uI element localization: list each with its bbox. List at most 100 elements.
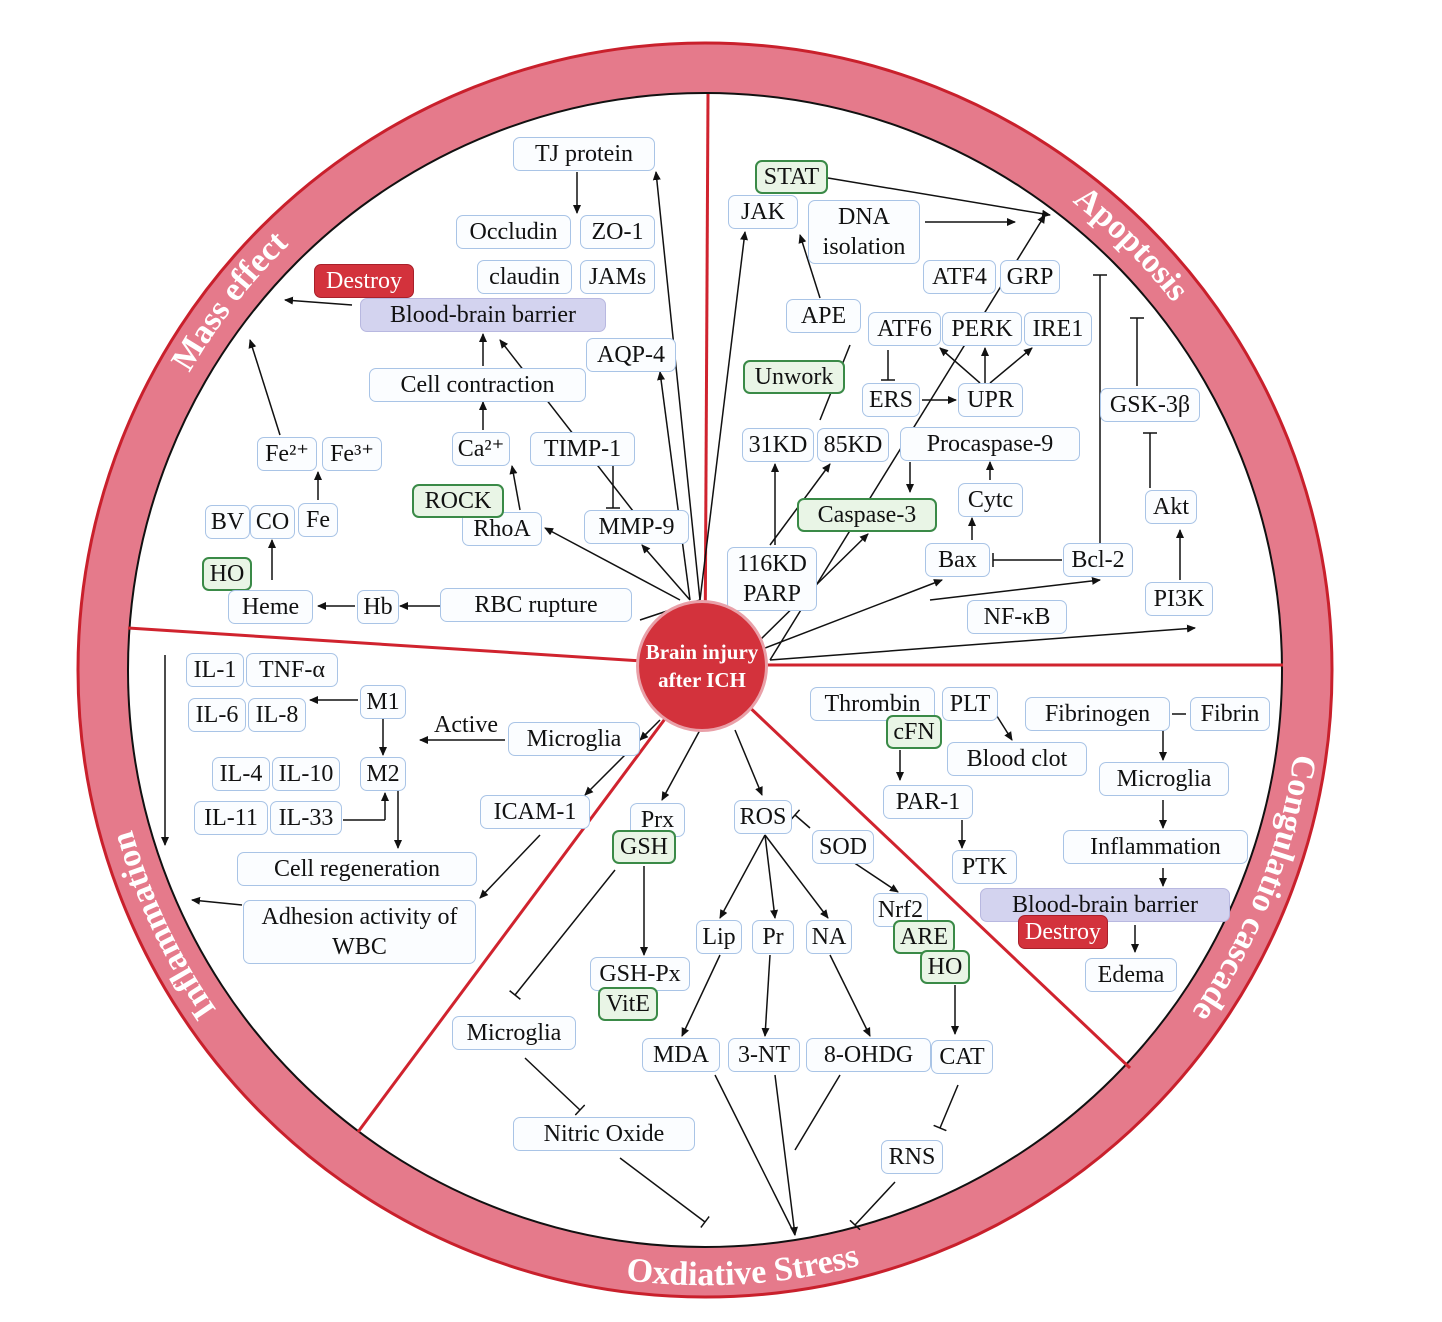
node-oxidative-ros[interactable]: ROS xyxy=(734,800,792,834)
node-oxidative-gshpx[interactable]: GSH-Px xyxy=(590,957,690,991)
node-inflammation-il6[interactable]: IL-6 xyxy=(188,698,246,732)
node-mass-heme[interactable]: Heme xyxy=(228,590,313,624)
node-apoptosis-stat[interactable]: STAT xyxy=(755,160,828,194)
node-apoptosis-casp3[interactable]: Caspase-3 xyxy=(797,498,937,532)
node-mass-ho[interactable]: HO xyxy=(202,557,252,591)
node-inflammation-active[interactable]: Active xyxy=(434,712,498,738)
node-inflammation-il4[interactable]: IL-4 xyxy=(212,757,270,791)
node-mass-co[interactable]: CO xyxy=(250,505,295,539)
node-oxidative-nrf2[interactable]: Nrf2 xyxy=(873,893,928,927)
node-apoptosis-ape[interactable]: APE xyxy=(786,299,861,333)
node-coagulation-fibrinogen[interactable]: Fibrinogen xyxy=(1025,697,1170,731)
node-oxidative-nt3[interactable]: 3-NT xyxy=(728,1038,800,1072)
node-apoptosis-ire1[interactable]: IRE1 xyxy=(1024,312,1092,346)
arrow xyxy=(661,729,701,801)
node-apoptosis-perk[interactable]: PERK xyxy=(942,312,1022,346)
node-coagulation-par1[interactable]: PAR-1 xyxy=(883,785,973,819)
node-apoptosis-atf4[interactable]: ATF4 xyxy=(923,260,996,294)
arrow xyxy=(734,729,763,796)
node-oxidative-mda[interactable]: MDA xyxy=(642,1038,720,1072)
node-apoptosis-atf6[interactable]: ATF6 xyxy=(868,312,941,346)
node-inflammation-m1[interactable]: M1 xyxy=(360,685,406,719)
arrow xyxy=(769,624,1196,661)
node-mass-timp1[interactable]: TIMP-1 xyxy=(530,432,635,466)
node-mass-fe2[interactable]: Fe²⁺ xyxy=(257,437,317,471)
node-inflammation-cell-regen[interactable]: Cell regeneration xyxy=(237,852,477,886)
node-coagulation-destroy[interactable]: Destroy xyxy=(1018,915,1108,949)
node-apoptosis-jak[interactable]: JAK xyxy=(728,195,798,229)
node-inflammation-microglia[interactable]: Microglia xyxy=(508,722,640,756)
node-coagulation-ptk[interactable]: PTK xyxy=(952,850,1017,884)
node-mass-rock[interactable]: ROCK xyxy=(412,484,504,518)
inhibition-line xyxy=(524,1057,586,1116)
node-inflammation-m2[interactable]: M2 xyxy=(360,757,406,791)
node-oxidative-ohdg[interactable]: 8-OHDG xyxy=(806,1038,931,1072)
node-coagulation-blood-clot[interactable]: Blood clot xyxy=(947,742,1087,776)
node-mass-ca[interactable]: Ca²⁺ xyxy=(452,432,510,466)
node-inflammation-adhesion[interactable]: Adhesion activity of WBC xyxy=(243,900,476,964)
node-mass-rbc[interactable]: RBC rupture xyxy=(440,588,632,622)
node-coagulation-cfn[interactable]: cFN xyxy=(886,715,942,749)
node-mass-zo1[interactable]: ZO-1 xyxy=(580,215,655,249)
node-apoptosis-ers[interactable]: ERS xyxy=(862,383,920,417)
node-mass-occludin[interactable]: Occludin xyxy=(456,215,571,249)
node-coagulation-fibrin[interactable]: Fibrin xyxy=(1190,697,1270,731)
node-coagulation-microglia[interactable]: Microglia xyxy=(1099,762,1229,796)
node-apoptosis-upr[interactable]: UPR xyxy=(958,383,1023,417)
node-inflammation-tnfa[interactable]: TNF-α xyxy=(246,653,338,687)
node-mass-aqp4[interactable]: AQP-4 xyxy=(586,338,676,372)
node-apoptosis-grp[interactable]: GRP xyxy=(1000,260,1060,294)
arrow xyxy=(929,576,1101,601)
node-coagulation-inflammation[interactable]: Inflammation xyxy=(1063,830,1248,864)
node-mass-hb[interactable]: Hb xyxy=(357,590,399,624)
node-inflammation-il10[interactable]: IL-10 xyxy=(272,757,340,791)
node-apoptosis-pi3k[interactable]: PI3K xyxy=(1145,582,1213,616)
node-oxidative-na[interactable]: NA xyxy=(806,920,852,954)
node-mass-jams[interactable]: JAMs xyxy=(580,260,655,294)
arrow xyxy=(657,371,691,601)
node-apoptosis-bcl2[interactable]: Bcl-2 xyxy=(1063,543,1133,577)
node-oxidative-microglia[interactable]: Microglia xyxy=(452,1016,576,1050)
node-mass-fe3[interactable]: Fe³⁺ xyxy=(322,437,382,471)
node-mass-bbb[interactable]: Blood-brain barrier xyxy=(360,298,606,332)
node-coagulation-thrombin[interactable]: Thrombin xyxy=(810,687,935,721)
node-oxidative-gsh[interactable]: GSH xyxy=(612,830,676,864)
node-oxidative-sod[interactable]: SOD xyxy=(812,830,874,864)
node-apoptosis-kd85[interactable]: 85KD xyxy=(817,428,889,462)
node-apoptosis-bax[interactable]: Bax xyxy=(925,543,990,577)
node-coagulation-edema[interactable]: Edema xyxy=(1085,958,1177,992)
node-mass-bv[interactable]: BV xyxy=(205,505,250,539)
node-inflammation-il11[interactable]: IL-11 xyxy=(194,801,268,835)
node-mass-destroy[interactable]: Destroy xyxy=(314,264,414,298)
node-mass-mmp9[interactable]: MMP-9 xyxy=(584,510,689,544)
node-inflammation-il1[interactable]: IL-1 xyxy=(186,653,244,687)
node-oxidative-pr[interactable]: Pr xyxy=(752,920,794,954)
node-oxidative-are[interactable]: ARE xyxy=(893,920,955,954)
node-oxidative-no[interactable]: Nitric Oxide xyxy=(513,1117,695,1151)
node-mass-fe[interactable]: Fe xyxy=(298,503,338,537)
node-oxidative-ho[interactable]: HO xyxy=(920,950,970,984)
node-apoptosis-procasp9[interactable]: Procaspase-9 xyxy=(900,427,1080,461)
center-node-brain-injury[interactable]: Brain injury after ICH xyxy=(636,600,768,732)
node-oxidative-lip[interactable]: Lip xyxy=(696,920,742,954)
node-apoptosis-cytc[interactable]: Cytc xyxy=(958,483,1023,517)
node-inflammation-icam1[interactable]: ICAM-1 xyxy=(480,795,590,829)
node-apoptosis-gsk[interactable]: GSK-3β xyxy=(1100,388,1200,422)
node-coagulation-plt[interactable]: PLT xyxy=(942,687,998,721)
node-apoptosis-unwork[interactable]: Unwork xyxy=(743,360,845,394)
node-inflammation-il33[interactable]: IL-33 xyxy=(270,801,342,835)
node-oxidative-cat[interactable]: CAT xyxy=(931,1040,993,1074)
node-oxidative-vite[interactable]: VitE xyxy=(598,987,658,1021)
node-mass-claudin[interactable]: claudin xyxy=(477,260,572,294)
node-inflammation-il8[interactable]: IL-8 xyxy=(248,698,306,732)
node-apoptosis-parp[interactable]: 116KD PARP xyxy=(727,547,817,611)
node-apoptosis-akt[interactable]: Akt xyxy=(1145,490,1197,524)
node-apoptosis-nfkb[interactable]: NF-κB xyxy=(967,600,1067,634)
node-oxidative-rns[interactable]: RNS xyxy=(881,1140,943,1174)
node-mass-tj-protein[interactable]: TJ protein xyxy=(513,137,655,171)
node-oxidative-prx[interactable]: Prx xyxy=(630,803,685,837)
node-mass-cell-contraction[interactable]: Cell contraction xyxy=(369,368,586,402)
node-apoptosis-dna[interactable]: DNA isolation xyxy=(808,200,920,264)
node-apoptosis-kd31[interactable]: 31KD xyxy=(742,428,814,462)
arrow xyxy=(248,339,281,436)
